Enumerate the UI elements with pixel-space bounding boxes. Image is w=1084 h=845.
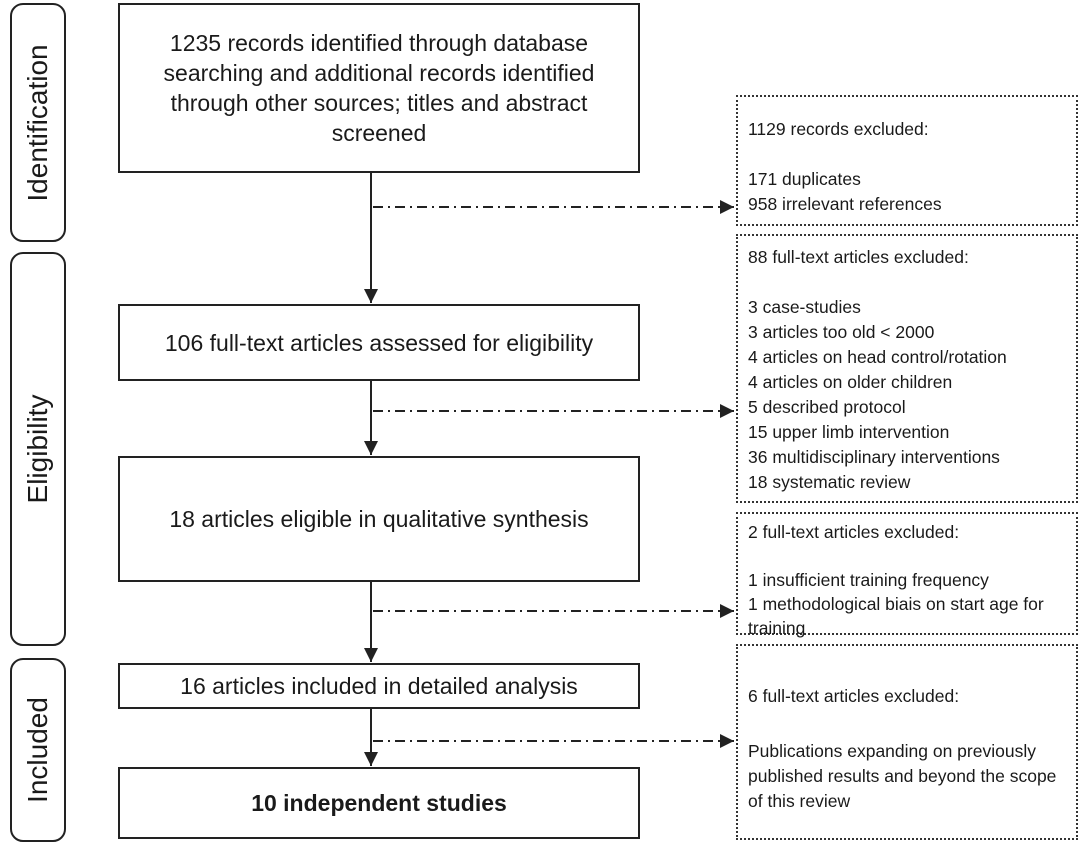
exclusion-item: 36 multidisciplinary interventions [748, 447, 1000, 467]
records-excluded-heading: 1129 records excluded: [748, 119, 929, 139]
exclusion-item: 171 duplicates [748, 169, 861, 189]
records-identified-text: 1235 records identified through database… [163, 30, 595, 146]
fulltext-excluded-2-box: 2 full-text articles excluded: 1 insuffi… [736, 512, 1078, 638]
phase-eligibility: Eligibility [10, 252, 66, 646]
fulltext-excluded-88-heading: 88 full-text articles excluded: [748, 247, 969, 267]
exclusion-item: 3 articles too old < 2000 [748, 322, 935, 342]
exclusion-item: 3 case-studies [748, 297, 861, 317]
exclusion-item: 18 systematic review [748, 472, 911, 492]
exclusion-item: 15 upper limb intervention [748, 422, 950, 442]
independent-studies-box: 10 independent studies [118, 767, 640, 839]
exclusion-item: 4 articles on head control/rotation [748, 347, 1007, 367]
records-excluded-box: 1129 records excluded: 171 duplicates 95… [736, 95, 1078, 226]
phase-included: Included [10, 658, 66, 842]
included-detailed-box: 16 articles included in detailed analysi… [118, 663, 640, 709]
eligible-qualitative-box: 18 articles eligible in qualitative synt… [118, 456, 640, 582]
fulltext-assessed-box: 106 full-text articles assessed for elig… [118, 304, 640, 381]
included-detailed-text: 16 articles included in detailed analysi… [180, 673, 578, 699]
exclusion-item: 1 insufficient training frequency [748, 570, 989, 590]
exclusion-item: 5 described protocol [748, 397, 906, 417]
exclusion-item: 1 methodological biais on start age for … [748, 594, 1044, 638]
records-identified-box: 1235 records identified through database… [118, 3, 640, 173]
phase-identification: Identification [10, 3, 66, 242]
fulltext-excluded-88-box: 88 full-text articles excluded: 3 case-s… [736, 234, 1078, 503]
exclusion-item: 4 articles on older children [748, 372, 953, 392]
eligible-qualitative-text: 18 articles eligible in qualitative synt… [169, 506, 589, 532]
independent-studies-text: 10 independent studies [251, 790, 507, 816]
fulltext-excluded-2-heading: 2 full-text articles excluded: [748, 522, 960, 542]
fulltext-assessed-text: 106 full-text articles assessed for elig… [164, 329, 594, 356]
exclusion-item: 958 irrelevant references [748, 194, 942, 214]
fulltext-excluded-6-heading: 6 full-text articles excluded: [748, 686, 960, 706]
fulltext-excluded-6-box: 6 full-text articles excluded: Publicati… [736, 644, 1078, 840]
exclusion-item: Publications expanding on previously pub… [748, 741, 1057, 811]
